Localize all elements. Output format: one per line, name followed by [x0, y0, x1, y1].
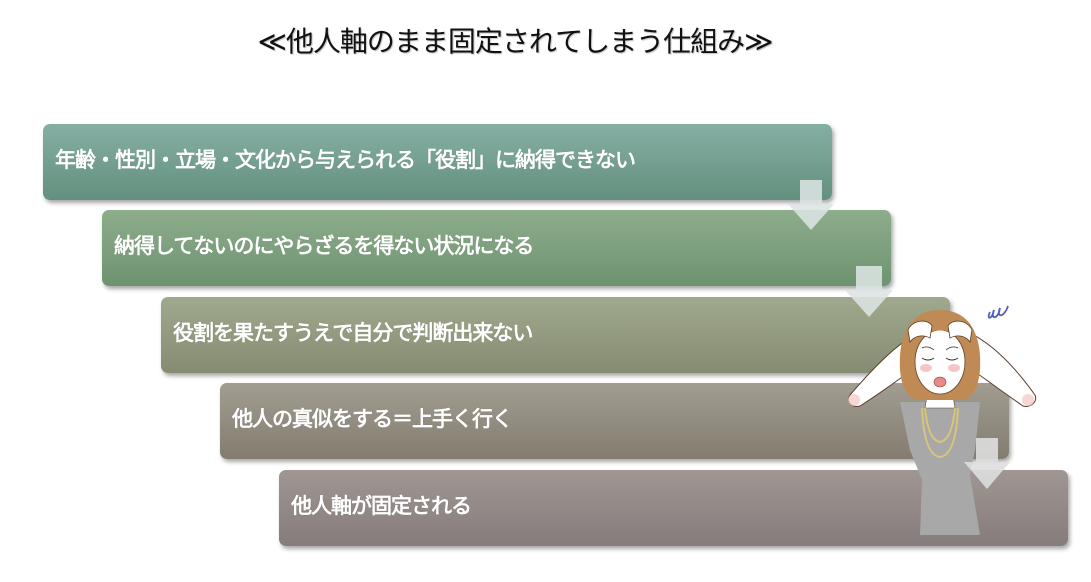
step-1-label: 年齢・性別・立場・文化から与えられる「役割」に納得できない — [55, 148, 636, 172]
step-5-label: 他人軸が固定される — [291, 494, 472, 518]
step-2-box: 納得してないのにやらざるを得ない状況になる — [102, 210, 891, 286]
step-4-box: 他人の真似をする＝上手く行く — [220, 383, 1009, 459]
down-arrow-icon — [964, 438, 1010, 490]
step-1-box: 年齢・性別・立場・文化から与えられる「役割」に納得できない — [43, 124, 832, 200]
step-4-label: 他人の真似をする＝上手く行く — [232, 407, 513, 431]
page-title: ≪他人軸のまま固定されてしまう仕組み≫ — [257, 25, 774, 58]
step-2-label: 納得してないのにやらざるを得ない状況になる — [114, 234, 534, 258]
down-arrow-icon — [788, 180, 834, 230]
step-3-label: 役割を果たすうえで自分で判断出来ない — [173, 321, 533, 345]
stressed-woman-illustration — [847, 305, 1037, 535]
step-3-box: 役割を果たすうえで自分で判断出来ない — [161, 297, 950, 373]
down-arrow-icon — [845, 266, 893, 318]
